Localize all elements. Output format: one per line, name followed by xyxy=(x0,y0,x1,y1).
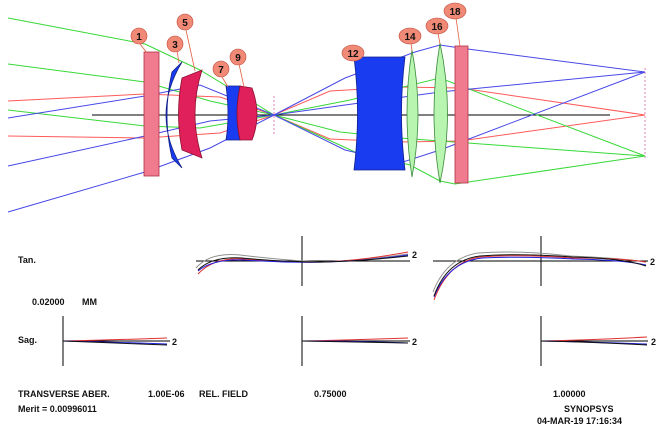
lens-element-9 xyxy=(236,85,258,141)
lens-element-1 xyxy=(143,51,160,177)
field-mid-value: 0.75000 xyxy=(314,389,347,399)
tan-label: Tan. xyxy=(18,255,36,265)
label-bubble xyxy=(130,27,148,45)
leader-line xyxy=(139,43,148,54)
lens-label: 1 xyxy=(136,32,142,43)
date-time: 04-MAR-19 17:16:34 xyxy=(537,416,623,426)
aberration-curve-black xyxy=(62,340,168,346)
lens-element-16 xyxy=(433,42,448,184)
curve-number: 2 xyxy=(412,250,417,260)
leader-line xyxy=(455,17,461,47)
ray-red xyxy=(7,86,646,116)
aberration-curve-gray xyxy=(195,253,409,269)
ray-green xyxy=(7,63,646,157)
curve-number: 2 xyxy=(412,337,417,347)
field-full-value: 1.00000 xyxy=(553,389,586,399)
lens-label: 16 xyxy=(431,22,443,33)
leader-line xyxy=(437,32,441,45)
lens-label: 3 xyxy=(172,40,178,51)
aberration-curve-black xyxy=(197,255,409,271)
lens-elements xyxy=(143,42,469,184)
ray-blue xyxy=(7,44,646,213)
leader-line xyxy=(238,63,245,88)
lens-label: 12 xyxy=(347,49,359,60)
lens-element-5 xyxy=(178,69,203,159)
lens-label: 9 xyxy=(235,53,241,64)
aberration-curve-red xyxy=(197,251,409,275)
aberration-curve-black xyxy=(433,254,647,297)
scale-unit: MM xyxy=(82,297,97,307)
merit-value: Merit = 0.00996011 xyxy=(18,404,97,414)
ray-green xyxy=(7,77,646,157)
curve-numbers: 2 2 2 2 2 xyxy=(172,250,656,347)
leader-line xyxy=(221,76,229,88)
aberration-curve-red xyxy=(540,336,648,342)
leader-line xyxy=(176,49,180,64)
sag-curves xyxy=(62,336,648,346)
sag-label: Sag. xyxy=(18,335,38,345)
label-bubble xyxy=(443,2,467,20)
curve-number: 2 xyxy=(650,257,655,267)
label-bubbles: 1 3 5 7 9 12 14 16 18 xyxy=(130,2,467,78)
label-bubble xyxy=(176,13,194,31)
aberration-curve-black xyxy=(301,340,409,344)
aberration-curve-blue xyxy=(433,256,647,298)
ray-blue xyxy=(7,71,646,167)
label-bubble xyxy=(398,27,422,45)
curve-number: 2 xyxy=(172,337,177,347)
lens-label: 5 xyxy=(182,18,188,29)
scale-value: 0.02000 xyxy=(32,297,65,307)
lens-label: 7 xyxy=(218,65,224,76)
leader-line xyxy=(185,29,196,72)
tan-curves-full-field xyxy=(432,251,647,301)
curve-number: 2 xyxy=(651,337,656,347)
wavelength-value: 1.00E-06 xyxy=(148,389,185,399)
label-bubble xyxy=(341,44,365,62)
rel-field-label: REL. FIELD xyxy=(199,389,248,399)
footer-title: TRANSVERSE ABER. xyxy=(18,389,110,399)
lens-element-3 xyxy=(165,61,183,169)
lens-element-18 xyxy=(454,45,469,184)
aberration-curve-black xyxy=(540,340,648,346)
label-bubble xyxy=(229,48,247,66)
label-bubble xyxy=(425,17,449,35)
lens-element-12 xyxy=(353,56,406,171)
app-name: SYNOPSYS xyxy=(564,404,614,414)
label-bubble xyxy=(166,35,184,53)
lens-element-14 xyxy=(406,49,419,178)
lens-label: 14 xyxy=(404,32,416,43)
aberration-plot-axes xyxy=(62,236,648,366)
leader-line xyxy=(410,42,413,52)
lens-label: 18 xyxy=(449,7,461,18)
label-bubble xyxy=(212,60,230,78)
aberration-curve-gray xyxy=(432,251,646,293)
tan-curves-mid-field xyxy=(195,251,409,275)
